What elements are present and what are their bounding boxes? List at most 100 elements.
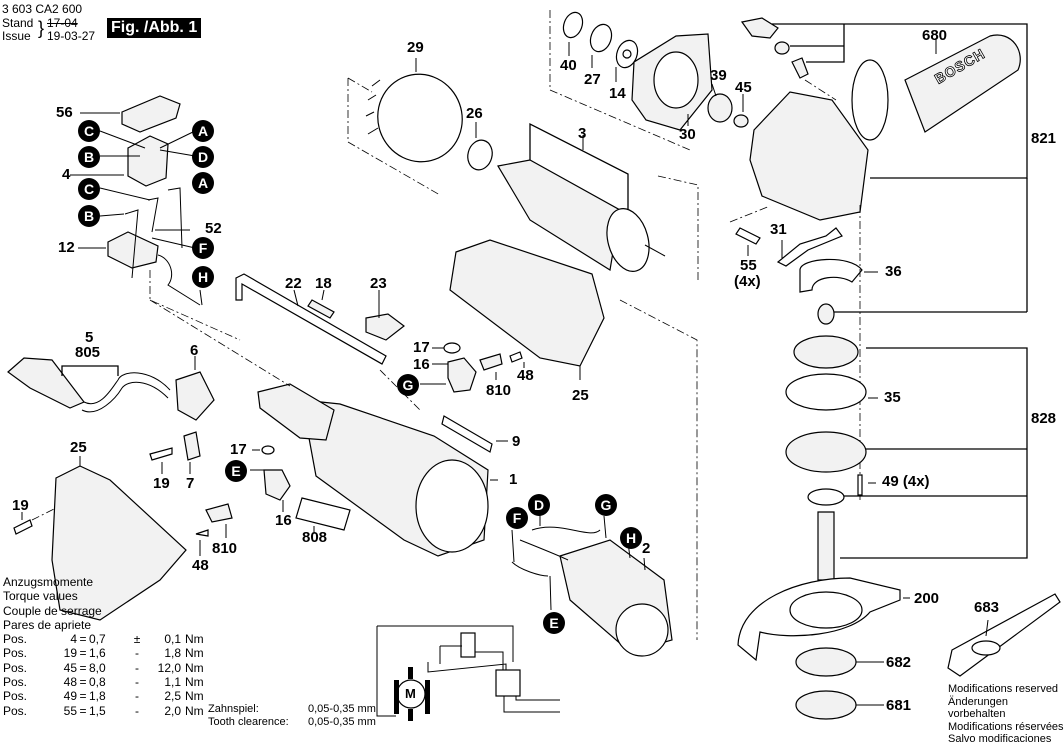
brush-holder-part bbox=[235, 273, 421, 411]
part-label: 4 bbox=[62, 166, 71, 183]
part-label: 49 (4x) bbox=[882, 473, 930, 490]
torque-title: Anzugsmomente bbox=[3, 575, 94, 589]
connector-badge: H bbox=[620, 527, 642, 549]
field-winding-part bbox=[511, 512, 673, 657]
part-label: 40 bbox=[560, 57, 577, 74]
part-label: 3 bbox=[578, 125, 587, 142]
part-number: 3 603 CA2 600 bbox=[2, 2, 83, 16]
guard-part bbox=[737, 577, 910, 720]
part-label: 25 bbox=[572, 387, 589, 404]
power-cord-part bbox=[7, 299, 335, 441]
modifications-line: Salvo modificaciones bbox=[948, 733, 1052, 745]
part-label: 25 bbox=[70, 439, 87, 456]
connector-badge: A bbox=[192, 172, 214, 194]
part-label: 1 bbox=[509, 471, 518, 488]
part-label: 5 bbox=[85, 329, 94, 346]
part-label: 27 bbox=[584, 71, 601, 88]
part-label: 39 bbox=[710, 67, 727, 84]
part-label: 200 bbox=[914, 590, 940, 607]
part-label: 16 bbox=[413, 356, 430, 373]
part-label: 19 bbox=[153, 475, 170, 492]
part-label: 48 bbox=[192, 557, 209, 574]
connector-badge: F bbox=[192, 237, 214, 259]
part-label: 2 bbox=[642, 540, 651, 557]
part-label: 30 bbox=[679, 126, 696, 143]
exploded-view-drawing bbox=[7, 10, 1061, 721]
part-label: 828 bbox=[1031, 410, 1057, 427]
stand-old-date: 17-04 bbox=[47, 16, 78, 30]
part-label: 17 bbox=[230, 441, 247, 458]
auxiliary-handle-part bbox=[851, 34, 1021, 141]
part-label: 9 bbox=[512, 433, 521, 450]
part-label: 45 bbox=[735, 79, 752, 96]
spanner-key-part bbox=[947, 593, 1061, 677]
suppressor-part bbox=[78, 187, 241, 341]
connector-badge: E bbox=[543, 612, 565, 634]
part-label: 808 bbox=[302, 529, 328, 546]
switch-part bbox=[70, 130, 196, 187]
gear-head-part bbox=[740, 17, 1028, 221]
bearing-flange-part bbox=[631, 33, 713, 131]
connector-badge: D bbox=[528, 494, 550, 516]
connector-badge: H bbox=[192, 266, 214, 288]
part-label: 48 bbox=[517, 367, 534, 384]
part-label: 680 bbox=[922, 27, 948, 44]
label-plate-part bbox=[441, 415, 508, 453]
connector-badge: D bbox=[192, 146, 214, 168]
part-label: 16 bbox=[275, 512, 292, 529]
bearing-set-part bbox=[549, 10, 691, 151]
issue-date: 19-03-27 bbox=[47, 29, 96, 43]
modifications-line: Änderungen vorbehalten bbox=[948, 695, 1008, 721]
connector-badge: C bbox=[78, 120, 100, 142]
bearing-part bbox=[467, 122, 493, 171]
part-label: 56 bbox=[56, 104, 73, 121]
brush-set-part bbox=[420, 342, 525, 393]
part-label: 17 bbox=[413, 339, 430, 356]
part-label: 821 bbox=[1031, 130, 1057, 147]
part-label: 22 bbox=[285, 275, 302, 292]
part-label: 26 bbox=[466, 105, 483, 122]
torque-values-table: Anzugsmomente Torque values Couple de se… bbox=[3, 575, 204, 718]
part-label: 52 bbox=[205, 220, 222, 237]
modifications-note: Modifications reserved Änderungen vorbeh… bbox=[948, 683, 1064, 746]
torque-title: Couple de serrage bbox=[3, 603, 102, 618]
part-label: 805 bbox=[75, 344, 101, 361]
part-label: 36 bbox=[885, 263, 902, 280]
part-label: (4x) bbox=[734, 273, 761, 290]
torque-title: Pares de apriete bbox=[3, 617, 92, 632]
modifications-line: Modifications réservées bbox=[948, 720, 1064, 733]
part-label: 6 bbox=[190, 342, 199, 359]
connector-badge: B bbox=[78, 205, 100, 227]
modifications-line: Modifications reserved bbox=[948, 683, 1059, 695]
lever-part bbox=[729, 205, 878, 500]
brace-icon: } bbox=[38, 18, 45, 38]
armature-part bbox=[497, 122, 699, 280]
part-label: 31 bbox=[770, 221, 787, 238]
connector-badge: F bbox=[506, 507, 528, 529]
issue-label: Issue bbox=[2, 29, 31, 43]
part-label: 7 bbox=[186, 475, 195, 492]
motor-symbol-label: M bbox=[405, 686, 416, 701]
part-label: 14 bbox=[609, 85, 626, 102]
fan-baffle-part bbox=[347, 58, 463, 196]
torque-title: Torque values bbox=[3, 589, 78, 604]
connector-badge: A bbox=[192, 120, 214, 142]
motor-housing-part bbox=[301, 399, 498, 557]
tooth-clearance-row: Tooth clearence:0,05-0,35 mm bbox=[208, 716, 376, 728]
pinion-part bbox=[707, 83, 749, 128]
switch-cap-part bbox=[80, 95, 181, 133]
part-label: 683 bbox=[974, 599, 1000, 616]
part-label: 810 bbox=[486, 382, 512, 399]
stand-label: Stand bbox=[2, 16, 34, 30]
connector-badge: G bbox=[595, 494, 617, 516]
connector-badge: G bbox=[397, 374, 419, 396]
gear-stack-part bbox=[785, 178, 1028, 581]
connector-badge: B bbox=[78, 146, 100, 168]
connector-badge: E bbox=[225, 460, 247, 482]
part-label: 681 bbox=[886, 697, 912, 714]
